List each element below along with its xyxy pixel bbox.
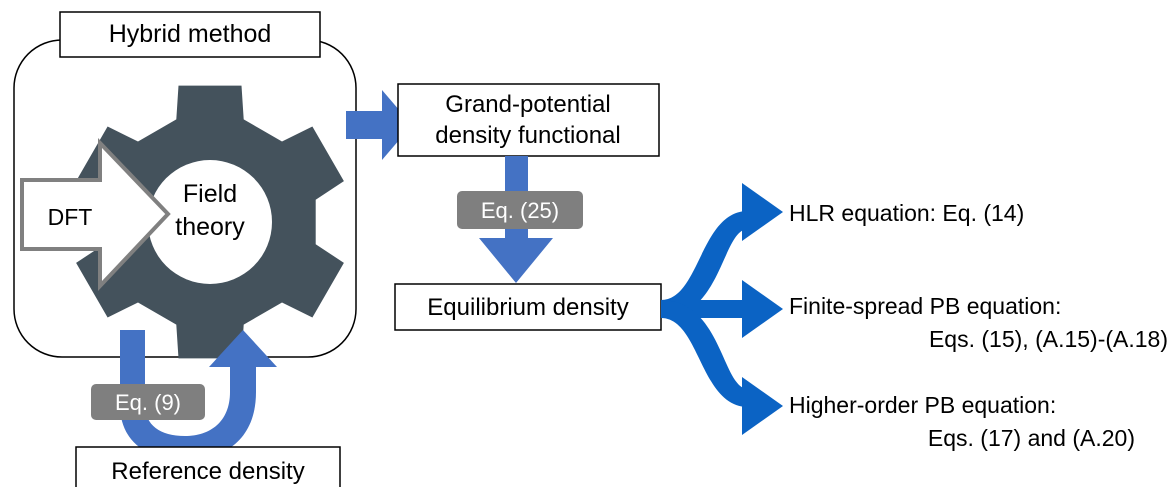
equilibrium-density-label: Equilibrium density	[427, 294, 628, 321]
eq9-badge	[91, 384, 205, 420]
cycle-arrow	[120, 330, 277, 460]
finite-spread-line1: Finite-spread PB equation:	[789, 293, 1061, 319]
dft-arrow	[20, 138, 171, 292]
eq25-badge	[457, 191, 583, 229]
branch-arrow-middle-head	[742, 280, 783, 338]
grand-potential-line1: Grand-potential	[445, 91, 610, 118]
branch-arrows	[661, 183, 783, 435]
higher-order-line1: Higher-order PB equation:	[789, 392, 1056, 418]
hybrid-method-title-box	[59, 11, 321, 58]
branch-arrow-upper-head	[742, 183, 783, 241]
equilibrium-density-box	[394, 283, 662, 331]
reference-density-box	[75, 446, 341, 487]
finite-spread-line2: Eqs. (15), (A.15)-(A.18)	[929, 326, 1168, 352]
arrow-to-grand-potential	[346, 90, 412, 160]
branch-arrow-upper	[661, 211, 748, 318]
gear-hub	[148, 160, 272, 284]
field-theory-line2: theory	[175, 213, 245, 241]
hybrid-method-title: Hybrid method	[109, 20, 272, 48]
hlr-equation-label: HLR equation: Eq. (14)	[789, 200, 1024, 226]
dft-label: DFT	[48, 204, 93, 230]
grand-potential-box	[397, 83, 660, 157]
higher-order-line2: Eqs. (17) and (A.20)	[928, 425, 1135, 451]
field-theory-line1: Field	[183, 180, 237, 208]
eq9-label: Eq. (9)	[115, 390, 181, 415]
branch-arrow-lower	[661, 300, 748, 407]
eq25-label: Eq. (25)	[481, 198, 559, 223]
reference-density-label: Reference density	[111, 458, 304, 485]
branch-arrow-lower-head	[742, 377, 783, 435]
grand-potential-line2: density functional	[435, 122, 620, 149]
